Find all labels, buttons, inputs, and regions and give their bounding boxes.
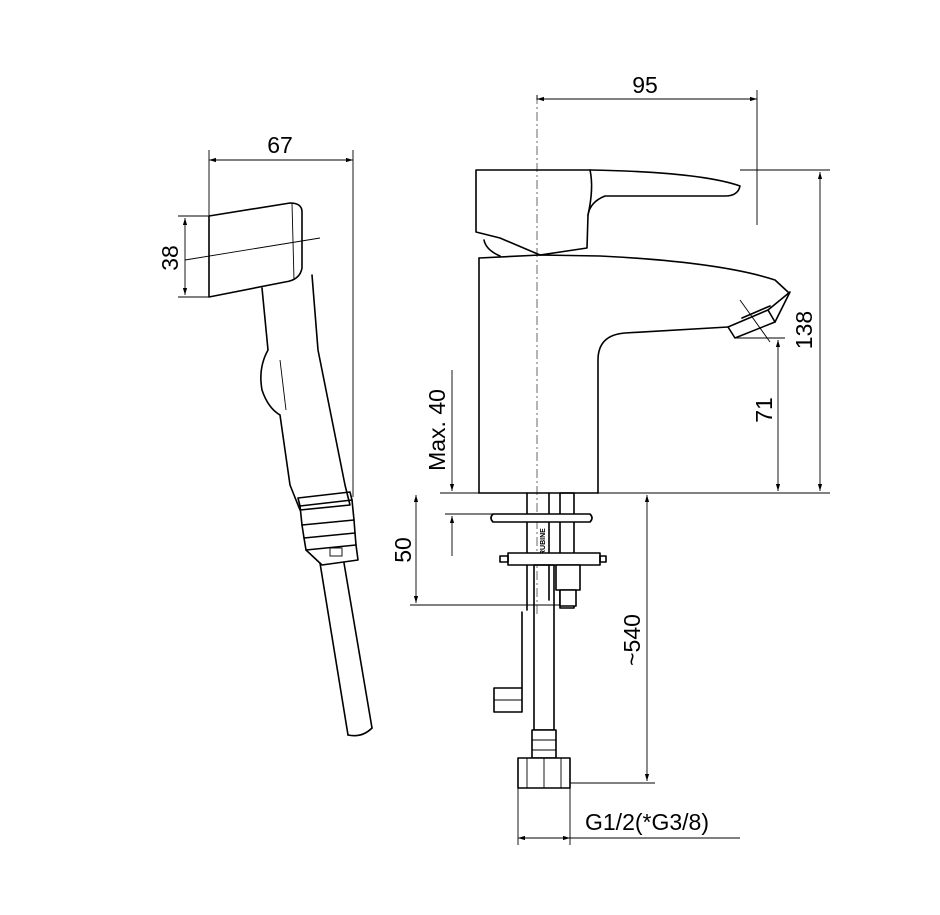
dim-67-label: 67 <box>267 132 293 158</box>
dim-95-label: 95 <box>632 72 658 98</box>
dim-max40-label: Max. 40 <box>424 389 450 471</box>
dim-71: 71 <box>735 337 785 491</box>
hand-shower <box>208 202 373 737</box>
dim-138: 138 <box>598 169 830 494</box>
dim-95: 95 <box>536 72 758 225</box>
dim-thread: G1/2(*G3/8) <box>517 788 740 845</box>
dim-71-label: 71 <box>751 397 777 423</box>
dim-67: 67 <box>208 132 354 497</box>
dim-38-label: 38 <box>157 245 183 271</box>
dim-138-label: 138 <box>791 311 817 349</box>
dim-thread-label: G1/2(*G3/8) <box>585 809 709 835</box>
dim-50: 50 <box>390 495 560 606</box>
dim-540: ~540 <box>570 495 655 784</box>
dim-max40: Max. 40 <box>424 370 493 556</box>
dim-540-label: ~540 <box>619 614 645 666</box>
dim-38: 38 <box>157 215 321 298</box>
basin-tap: RUBINE <box>475 95 791 789</box>
brand-text: RUBINE <box>540 528 547 555</box>
dim-50-label: 50 <box>390 537 416 563</box>
